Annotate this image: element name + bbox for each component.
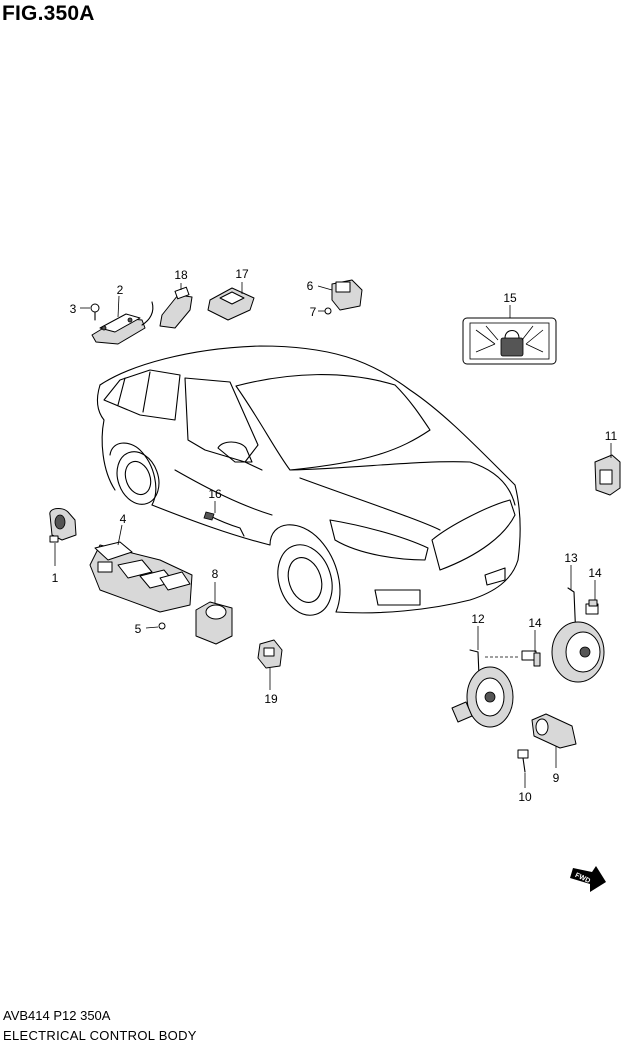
callout-13: 13 <box>564 551 578 565</box>
callout-14-right: 14 <box>588 566 602 580</box>
part-14-bolt-right <box>585 580 599 615</box>
callout-9: 9 <box>553 771 560 785</box>
callout-8: 8 <box>212 567 219 581</box>
callout-11: 11 <box>605 429 618 443</box>
part-4-window-switch <box>89 524 193 630</box>
part-9-sensor <box>517 713 577 788</box>
part-6-relay <box>317 279 363 315</box>
callout-7: 7 <box>310 305 317 319</box>
callout-19: 19 <box>264 692 278 706</box>
callout-5: 5 <box>135 622 142 636</box>
vehicle-outline <box>96 345 521 616</box>
part-door-switch <box>49 507 77 566</box>
part-19-sensor <box>257 639 283 690</box>
callout-3: 3 <box>70 302 77 316</box>
callout-17: 17 <box>235 267 249 281</box>
callout-2: 2 <box>117 283 124 297</box>
callout-15: 15 <box>503 291 517 305</box>
part-12-horn <box>451 626 520 728</box>
callout-10: 10 <box>518 790 532 804</box>
figure-name: ELECTRICAL CONTROL BODY <box>3 1028 197 1043</box>
part-11-sensor <box>594 443 621 496</box>
fwd-arrow-icon: FWD <box>570 866 606 892</box>
part-14-bolt-left <box>521 630 541 667</box>
callout-12: 12 <box>471 612 485 626</box>
figure-title: FIG.350A <box>2 2 95 25</box>
callout-4: 4 <box>120 512 127 526</box>
figure-code: AVB414 P12 350A <box>3 1008 111 1023</box>
part-18-connector <box>159 283 193 329</box>
part-13-horn <box>551 565 605 683</box>
part-15-label <box>462 305 557 365</box>
callout-1: 1 <box>52 571 59 585</box>
callout-numbers: 1 2 3 4 5 6 7 8 9 10 11 12 13 14 14 15 1… <box>52 267 618 804</box>
callout-18: 18 <box>174 268 188 282</box>
part-lock-switch <box>80 295 154 345</box>
part-17-module <box>207 282 255 321</box>
part-16-wire <box>203 501 245 537</box>
callout-6: 6 <box>307 279 314 293</box>
callout-14-left: 14 <box>528 616 542 630</box>
part-8-switch <box>195 582 233 645</box>
callout-16: 16 <box>208 487 222 501</box>
